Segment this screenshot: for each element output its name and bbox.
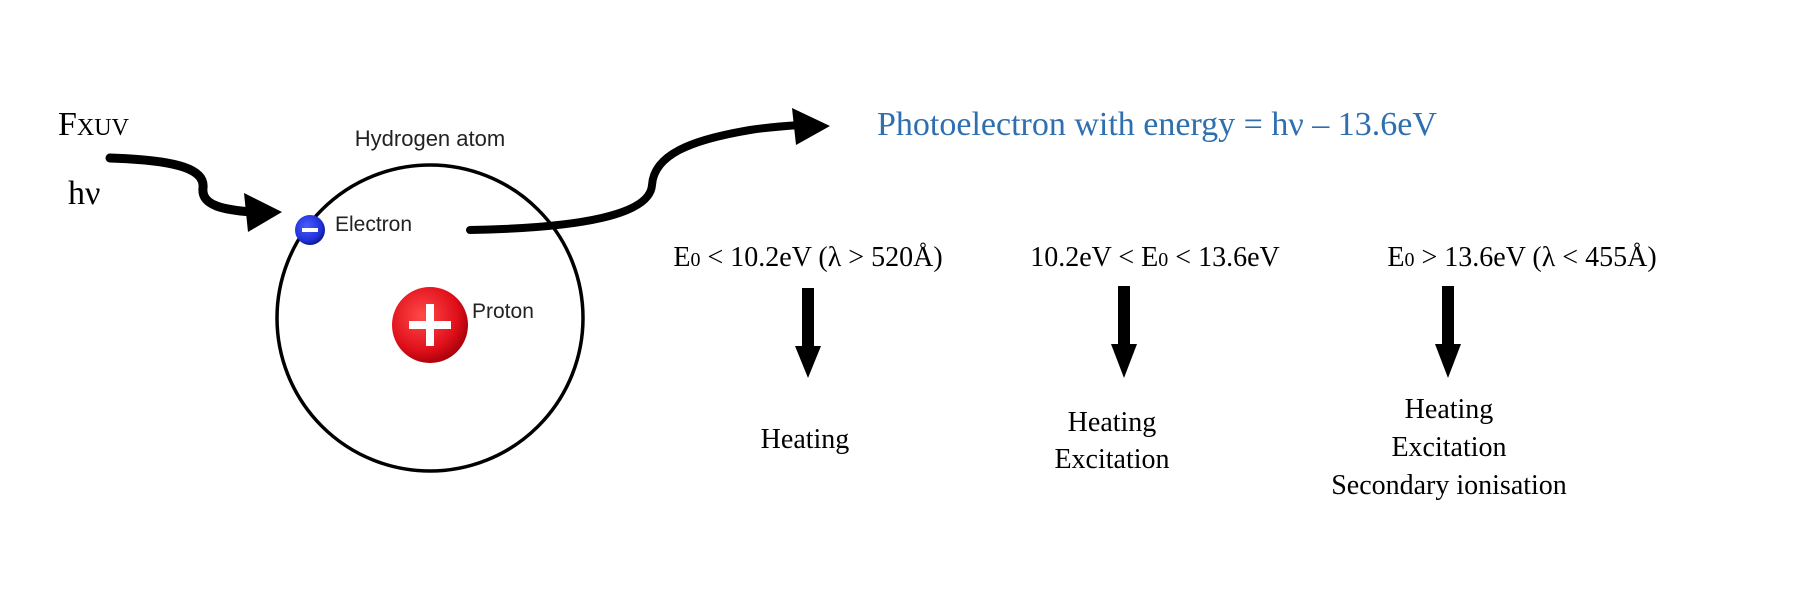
photoelectron-label: Photoelectron with energy = hν – 13.6eV bbox=[877, 106, 1437, 143]
incident-arrow-head bbox=[244, 193, 282, 232]
regime-outcome: Secondary ionisation bbox=[1331, 470, 1567, 501]
photon-energy-label: hν bbox=[68, 175, 100, 212]
photoelectron-arrow bbox=[466, 121, 804, 234]
flux-label: FXUV bbox=[58, 106, 130, 143]
condition-suffix: > 13.6eV (λ < 455Å) bbox=[1414, 242, 1656, 273]
regime-condition: 10.2eV < E0 < 13.6eV bbox=[1030, 242, 1280, 273]
flux-subscript: XUV bbox=[77, 115, 130, 141]
proton-label: Proton bbox=[472, 300, 534, 323]
condition-subscript: 0 bbox=[1404, 249, 1414, 271]
condition-suffix: < 13.6eV bbox=[1168, 242, 1279, 273]
regime-outcome: Excitation bbox=[1391, 432, 1506, 463]
regime-condition: E0 > 13.6eV (λ < 455Å) bbox=[1387, 242, 1656, 273]
condition-subscript: 0 bbox=[1158, 249, 1168, 271]
regime-outcome: Heating bbox=[1405, 394, 1494, 425]
electron-label: Electron bbox=[335, 213, 412, 236]
regime-outcome: Heating bbox=[1068, 407, 1157, 438]
photoelectron-arrow-head bbox=[792, 108, 830, 145]
regime-arrow bbox=[1111, 286, 1137, 378]
regime-outcome: Excitation bbox=[1054, 444, 1169, 475]
electron-icon bbox=[295, 215, 325, 245]
regime-arrow bbox=[1435, 286, 1461, 378]
flux-symbol: F bbox=[58, 106, 77, 143]
condition-subscript: 0 bbox=[690, 249, 700, 271]
condition-prefix: E bbox=[673, 242, 690, 273]
condition-prefix: 10.2eV < E bbox=[1030, 242, 1158, 273]
condition-suffix: < 10.2eV (λ > 520Å) bbox=[700, 242, 942, 273]
atom-orbit bbox=[275, 163, 585, 473]
regime-outcome: Heating bbox=[761, 424, 850, 455]
atom-title: Hydrogen atom bbox=[355, 126, 505, 151]
condition-prefix: E bbox=[1387, 242, 1404, 273]
regime-arrow bbox=[795, 288, 821, 378]
proton-icon bbox=[392, 287, 468, 363]
regime-condition: E0 < 10.2eV (λ > 520Å) bbox=[673, 242, 942, 273]
incident-photon-arrow bbox=[105, 153, 257, 217]
